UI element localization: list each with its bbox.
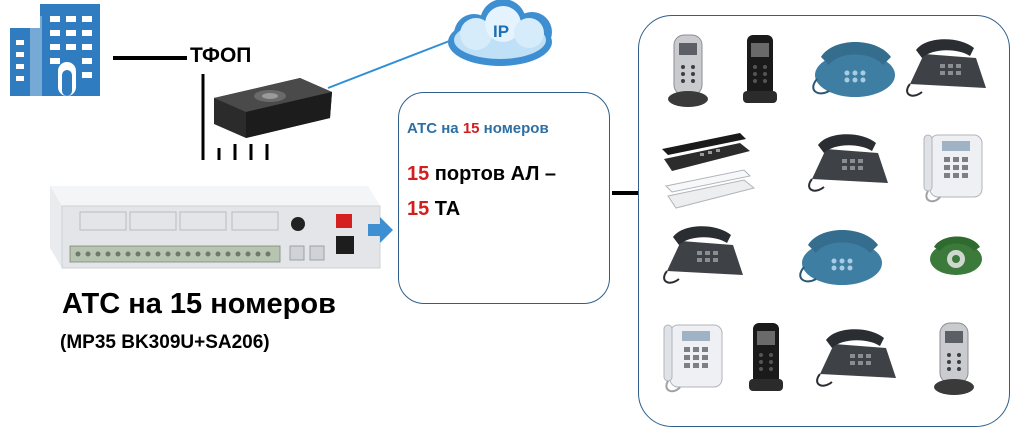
- pbx-caption: АТС на 15 номеров: [62, 288, 336, 320]
- desk-phone-icon: [662, 133, 750, 171]
- desk-phone-icon: [816, 328, 897, 387]
- rotary-phone-icon: [930, 236, 982, 275]
- router-cables: [217, 144, 269, 160]
- desk-phone-icon: [799, 229, 883, 286]
- arrow-right-icon: [368, 217, 393, 243]
- desk-phone-icon: [808, 133, 889, 192]
- info-title-suffix: номеров: [479, 120, 549, 137]
- cordless-phone-icon: [667, 34, 709, 108]
- desk-phone-icon: [812, 41, 896, 98]
- info-ports-number: 15: [407, 163, 430, 185]
- ip-label: IP: [493, 22, 510, 41]
- desk-phone-icon: [665, 169, 755, 209]
- desk-phone-icon: [663, 324, 723, 393]
- info-ta-text: ТА: [429, 198, 461, 220]
- info-ta-number: 15: [407, 198, 430, 220]
- info-ports-line: 15 портов АЛ –: [407, 163, 556, 186]
- desk-phone-icon: [923, 134, 983, 203]
- cordless-phone-icon: [933, 322, 975, 396]
- cordless-phone-icon: [743, 35, 777, 103]
- info-title-prefix: АТС на: [407, 120, 463, 137]
- info-box: [398, 92, 610, 304]
- info-ta-line: 15 ТА: [407, 198, 460, 221]
- phones-grid: [662, 34, 987, 396]
- info-title-number: 15: [462, 120, 480, 137]
- info-ports-text: портов АЛ –: [429, 163, 557, 185]
- tfop-label: ТФОП: [190, 44, 252, 67]
- pbx-device-icon: [50, 186, 381, 269]
- info-title: АТС на 15 номеров: [407, 120, 549, 137]
- router-icon: [214, 78, 332, 138]
- cordless-phone-icon: [749, 323, 783, 391]
- desk-phone-icon: [906, 38, 987, 97]
- pbx-model: (MP35 BK309U+SA206): [60, 332, 270, 353]
- desk-phone-icon: [663, 225, 744, 284]
- ip-link-line: [327, 39, 453, 89]
- cloud-icon: [448, 0, 552, 66]
- building-icon: [10, 4, 100, 96]
